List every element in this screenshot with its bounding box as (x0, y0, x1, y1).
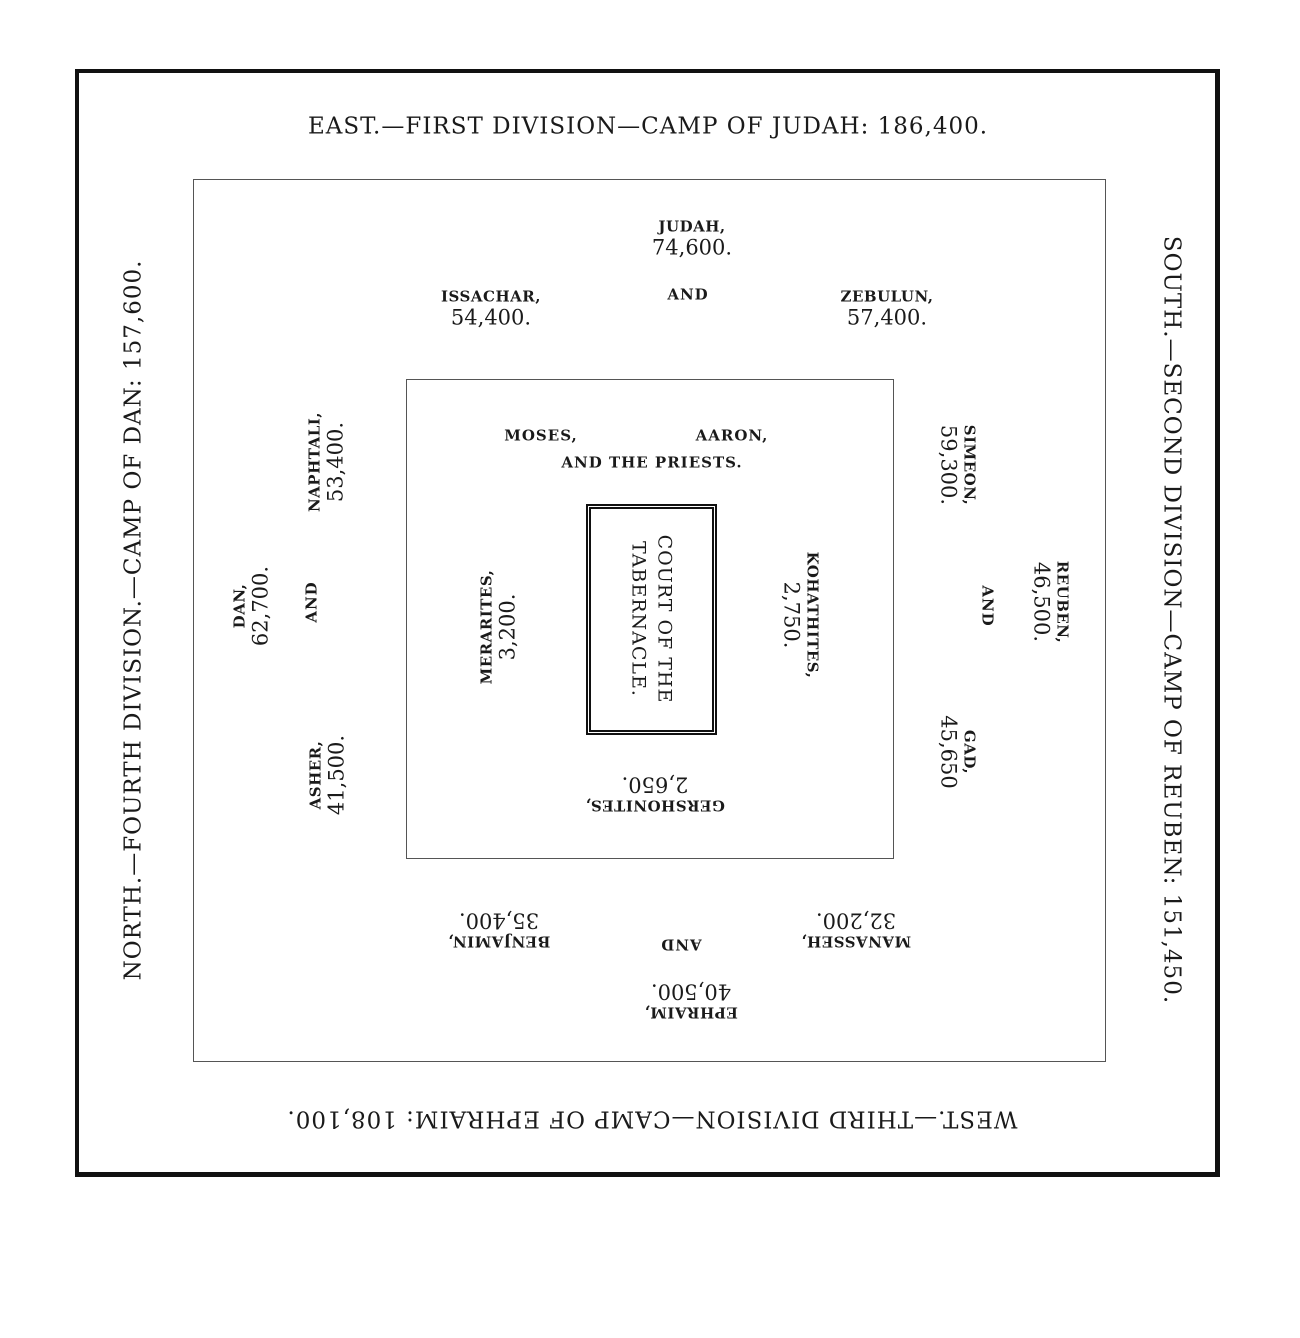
and-label: AND (302, 581, 321, 623)
tribe-naphtali: NAPHTALI, 53,400. (305, 411, 348, 513)
tribe-name: DAN, (230, 583, 249, 629)
tribe-count: 40,500. (650, 979, 732, 1004)
levite-name: MERARITES, (477, 569, 496, 685)
levite-frame (406, 379, 894, 859)
camp-frame (193, 179, 1106, 1062)
tribe-benjamin: BENJAMIN, 35,400. (447, 908, 551, 951)
court-frame (586, 504, 717, 735)
outer-frame (75, 69, 1220, 1177)
court-label: COURT OF THE TABERNACLE. (625, 535, 676, 704)
tribe-count: 35,400. (458, 908, 540, 933)
tribe-count: 54,400. (450, 305, 532, 330)
north-heading: NORTH.—FOURTH DIVISION.—CAMP OF DAN: 157… (120, 259, 147, 981)
tribe-name: ISSACHAR, (441, 287, 541, 306)
tribe-name: EPHRAIM, (644, 1003, 738, 1022)
tribe-count: 59,300. (936, 424, 961, 506)
tribe-name: SIMEON, (960, 424, 979, 506)
tribe-count: 46,500. (1029, 561, 1054, 643)
levite-count: 2,650. (621, 772, 689, 797)
levite-name: KOHATHITES, (803, 551, 822, 679)
south-heading: SOUTH.—SECOND DIVISION—CAMP OF REUBEN: 1… (1158, 235, 1185, 1005)
tribe-manasseh: MANASSEH, 32,200. (800, 908, 912, 951)
tribe-simeon: SIMEON, 59,300. (936, 424, 979, 506)
tribe-count: 74,600. (651, 235, 733, 260)
tribe-name: BENJAMIN, (447, 932, 551, 951)
tribe-count: 32,200. (815, 908, 897, 933)
tribe-count: 53,400. (323, 421, 348, 503)
priests-label: AND THE PRIESTS. (561, 453, 743, 472)
levite-gershonites: GERSHONITES, 2,650. (585, 772, 725, 815)
tribe-count: 57,400. (846, 305, 928, 330)
moses-label: MOSES, (504, 426, 578, 445)
tribe-asher: ASHER, 41,500. (306, 734, 349, 816)
tribe-name: GAD, (960, 729, 979, 775)
tribe-name: REUBEN, (1053, 560, 1072, 644)
levite-merarites: MERARITES, 3,200. (477, 569, 520, 685)
tribe-count: 45,650 (936, 715, 961, 789)
west-heading: WEST.—THIRD DIVISION—CAMP OF EPHRAIM: 10… (286, 1105, 1018, 1132)
and-label: AND (667, 285, 709, 304)
tribe-gad: GAD, 45,650 (936, 715, 979, 789)
tribe-count: 62,700. (248, 565, 273, 647)
and-label: AND (978, 585, 997, 627)
aaron-label: AARON, (695, 426, 769, 445)
court-line-2: TABERNACLE. (628, 541, 650, 697)
tribe-name: ZEBULUN, (840, 287, 934, 306)
court-line-1: COURT OF THE (653, 534, 676, 704)
levite-count: 3,200. (495, 593, 520, 661)
tribe-name: ASHER, (306, 740, 325, 810)
tribe-name: NAPHTALI, (305, 411, 324, 513)
levite-count: 2,750. (779, 581, 804, 649)
levite-kohathites: KOHATHITES, 2,750. (779, 551, 822, 679)
and-label: AND (660, 935, 702, 954)
east-heading: EAST.—FIRST DIVISION—CAMP OF JUDAH: 186,… (307, 113, 989, 140)
tribe-count: 41,500. (324, 734, 349, 816)
tribe-dan: DAN, 62,700. (230, 565, 273, 647)
tribe-reuben: REUBEN, 46,500. (1029, 560, 1072, 644)
tribe-judah: JUDAH, 74,600. (651, 217, 733, 260)
tribe-zebulun: ZEBULUN, 57,400. (840, 287, 934, 330)
tribe-name: MANASSEH, (800, 932, 912, 951)
tribe-issachar: ISSACHAR, 54,400. (441, 287, 541, 330)
levite-name: GERSHONITES, (585, 796, 725, 815)
tribe-ephraim: EPHRAIM, 40,500. (644, 979, 738, 1022)
tribe-name: JUDAH, (658, 217, 726, 236)
